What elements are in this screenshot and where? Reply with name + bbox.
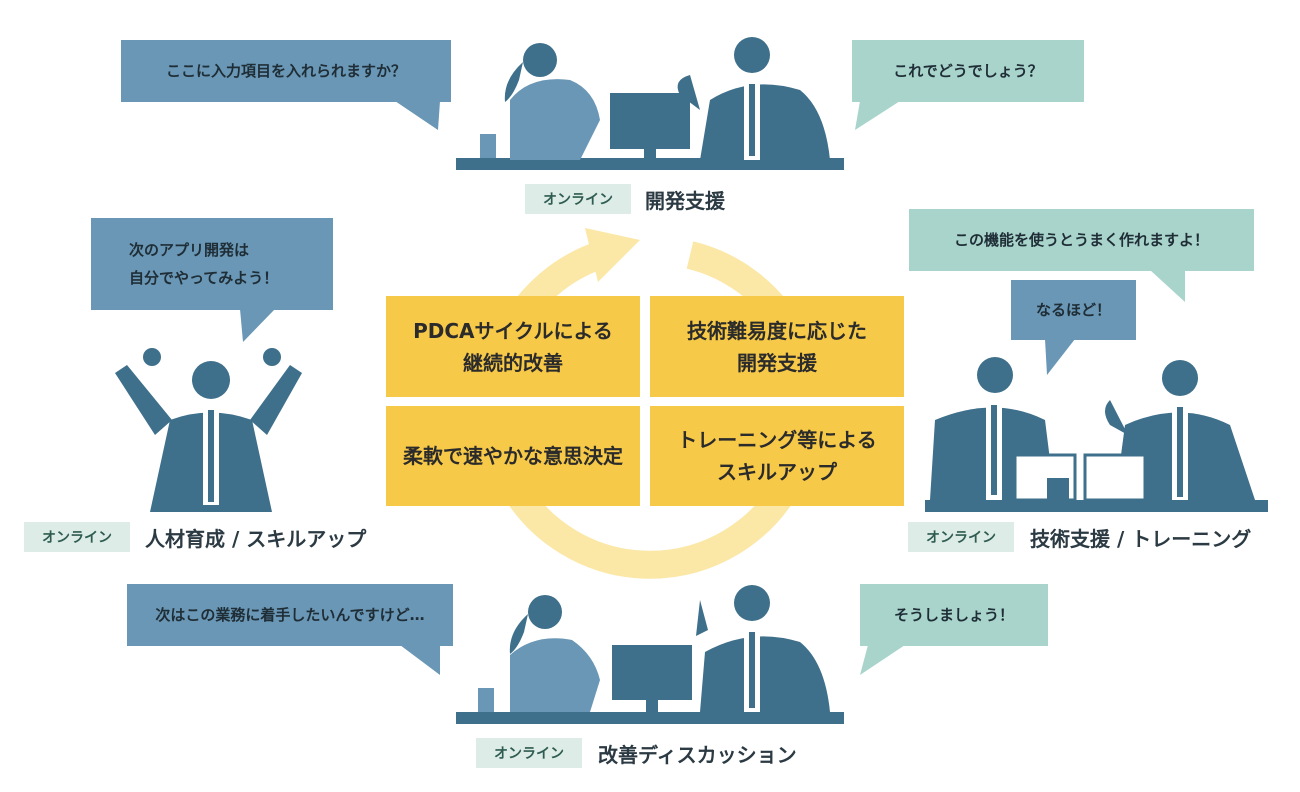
bottom-online-tag: オンライン — [476, 738, 582, 768]
cell-decision: 柔軟で速やかな意思決定 — [386, 406, 640, 506]
top-scene-title-text: 開発支援 — [645, 189, 725, 213]
cell-skillup-line1: トレーニング等による — [677, 428, 877, 452]
bottom-scene-title: 改善ディスカッション — [598, 739, 797, 768]
right-online-tag-text: オンライン — [926, 530, 996, 546]
cell-dev-support-line1: 技術難易度に応じた — [687, 318, 867, 343]
bottom-right-speech-text: そうしましょう！ — [893, 605, 1014, 624]
right-online-tag: オンライン — [908, 522, 1014, 552]
right-small-speech-bubble: なるほど！ — [1011, 280, 1136, 340]
left-speech-line1: 次のアプリ開発は — [129, 240, 250, 259]
right-top-speech-bubble: この機能を使うとうまく作れますよ！ — [909, 209, 1254, 271]
bottom-left-speech-text: 次はこの業務に着手したいんですけど… — [155, 605, 425, 624]
top-scene-title: 開発支援 — [645, 185, 725, 214]
left-speech-bubble: 次のアプリ開発は 自分でやってみよう！ — [91, 218, 333, 310]
right-top-speech-text: この機能を使うとうまく作れますよ！ — [953, 230, 1209, 249]
bottom-right-speech-bubble: そうしましょう！ — [860, 584, 1048, 646]
bottom-online-tag-text: オンライン — [494, 746, 564, 762]
left-scene-title-text: 人材育成 / スキルアップ — [145, 527, 367, 551]
cell-dev-support: 技術難易度に応じた 開発支援 — [650, 296, 904, 397]
top-right-speech-text: これでどうでしょう？ — [893, 61, 1043, 80]
left-online-tag-text: オンライン — [42, 530, 112, 546]
left-online-tag: オンライン — [24, 522, 130, 552]
cell-decision-line1: 柔軟で速やかな意思決定 — [403, 444, 623, 468]
cell-skillup: トレーニング等による スキルアップ — [650, 406, 904, 506]
top-online-tag-text: オンライン — [543, 192, 613, 208]
left-scene-title: 人材育成 / スキルアップ — [145, 523, 366, 552]
right-scene-title: 技術支援 / トレーニング — [1030, 523, 1251, 552]
right-small-speech-text: なるほど！ — [1035, 300, 1111, 319]
top-left-speech-text: ここに入力項目を入れられますか？ — [165, 61, 406, 80]
cell-pdca: PDCAサイクルによる 継続的改善 — [386, 296, 640, 397]
right-scene-title-text: 技術支援 / トレーニング — [1030, 527, 1252, 551]
cell-skillup-line2: スキルアップ — [717, 460, 837, 484]
left-speech-line2: 自分でやってみよう！ — [129, 269, 279, 287]
top-right-speech-bubble: これでどうでしょう？ — [852, 40, 1084, 102]
bottom-scene-title-text: 改善ディスカッション — [598, 743, 797, 767]
cell-pdca-line1: PDCAサイクルによる — [413, 318, 613, 343]
cell-pdca-line2: 継続的改善 — [462, 350, 563, 375]
bottom-left-speech-bubble: 次はこの業務に着手したいんですけど… — [127, 584, 453, 646]
cell-dev-support-line2: 開発支援 — [737, 350, 817, 375]
top-online-tag: オンライン — [525, 184, 631, 214]
top-left-speech-bubble: ここに入力項目を入れられますか？ — [121, 40, 451, 102]
